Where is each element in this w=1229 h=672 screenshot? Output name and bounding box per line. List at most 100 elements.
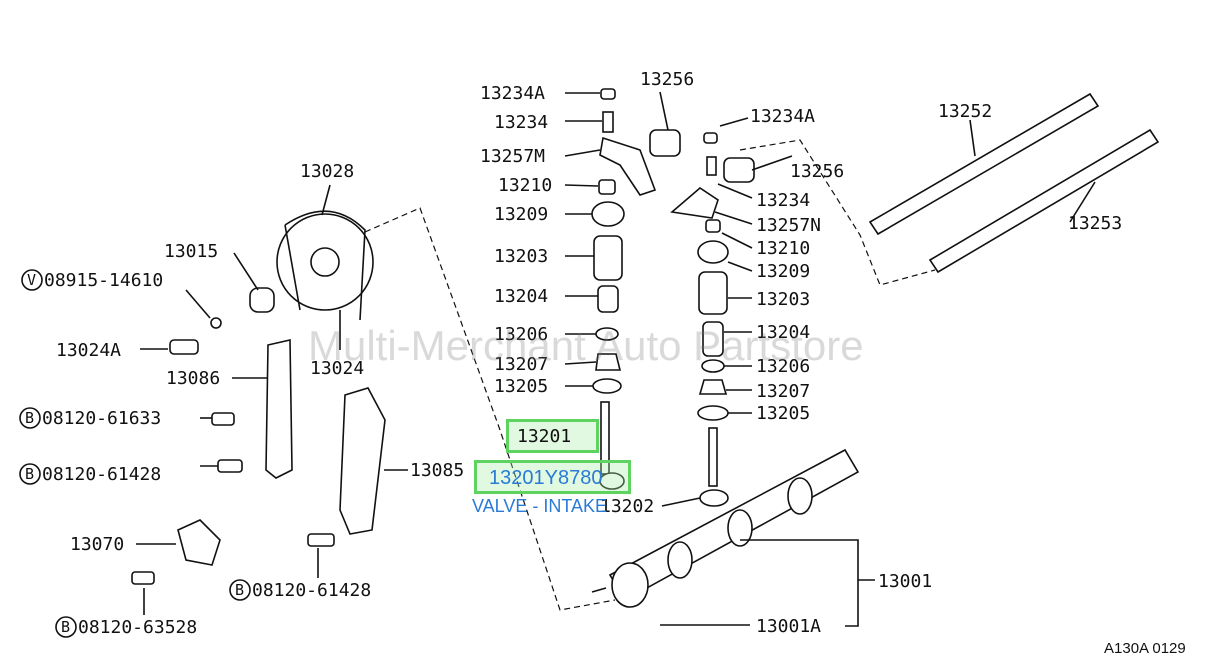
label-13001A: 13001A [756,616,821,637]
label-13207-right: 13207 [756,381,810,402]
part-13252-shaft [868,92,1100,236]
code-b3: 08120-61428 [252,580,371,601]
part-13024A-bolt [169,339,199,355]
part-13086-guide [265,339,293,479]
label-13256-right: 13256 [790,161,844,182]
part-13210-right [705,219,721,233]
part-13203-left [593,235,623,281]
callout-labels: 13234A 13256 13234 13257M 13210 13209 13… [56,69,1122,637]
label-13205-right: 13205 [756,403,810,424]
label-13015: 13015 [164,241,218,262]
hotspot-13201-label: 13201 [517,426,572,447]
part-13001A-pin [591,587,607,593]
prefix-b4: B [61,618,70,636]
part-13234-right-screw [706,156,717,176]
part-13207-right [698,379,728,395]
prefix-circle-b4 [55,616,77,638]
part-13256-spring-top [649,129,681,157]
part-description[interactable]: VALVE - INTAKE [472,496,608,516]
part-13257N-rocker [670,186,719,219]
part-13203-right [698,271,728,315]
prefix-b3: B [235,581,244,599]
right-valve-stack [670,132,755,507]
label-13206-left: 13206 [494,324,548,345]
label-13210-left: 13210 [498,175,552,196]
hotspot-13201[interactable]: 13201 [506,419,599,453]
part-13209-left [591,201,625,227]
bolt-b4 [131,571,155,585]
label-13206-right: 13206 [756,356,810,377]
label-13203-left: 13203 [494,246,548,267]
left-valve-stack [591,88,681,490]
prefix-b1: B [25,409,34,427]
part-13234A-right-nut [703,132,718,144]
bolt-codes: V 08915-14610 B 08120-61633 B 08120-6142… [19,269,371,638]
hotspot-part-number[interactable]: 13201Y8780 [474,460,631,494]
label-13234A-top: 13234A [480,83,545,104]
right-leader-lines [661,117,793,507]
part-13085-guide [339,387,386,535]
timing-sprocket-assembly [140,184,374,355]
rocker-shafts [868,92,1160,274]
part-13206-right [701,359,725,373]
label-13253: 13253 [1068,213,1122,234]
part-13234-screw [602,111,614,133]
part-13257M-rocker [599,136,657,196]
part-13202-valve-head [699,489,729,507]
label-13252: 13252 [938,101,992,122]
label-13203-right: 13203 [756,289,810,310]
label-13234A-right: 13234A [750,106,815,127]
prefix-b2: B [25,465,34,483]
label-13070: 13070 [70,534,124,555]
part-13205-right [697,405,729,421]
part-number-label: 13201Y8780 [489,467,603,489]
prefix-circle-b1 [19,407,41,429]
bolt-b1 [211,412,235,426]
label-13205-left: 13205 [494,376,548,397]
label-13209-right: 13209 [756,261,810,282]
camshaft [591,448,875,627]
code-v1: 08915-14610 [44,270,163,291]
part-13204-right [702,321,724,357]
prefix-v1: V [27,271,36,289]
diagram-reference-code: A130A 0129 [1104,640,1186,657]
label-13210-right: 13210 [756,238,810,259]
label-13257N: 13257N [756,215,821,236]
label-13204-right: 13204 [756,322,810,343]
bolt-b2 [217,459,243,473]
part-13204-left [597,285,619,313]
washer-13015 [210,317,222,329]
part-13205-left [592,378,622,394]
part-13234A-nut [600,88,616,100]
label-13085: 13085 [410,460,464,481]
bolt-b3 [307,533,335,547]
label-13028: 13028 [300,161,354,182]
code-b1: 08120-61633 [42,408,161,429]
part-13207-left [595,353,622,371]
label-13204-left: 13204 [494,286,548,307]
label-13024: 13024 [310,358,364,379]
part-13201-valve-head [599,472,625,490]
label-13086: 13086 [166,368,220,389]
part-13209-right [697,240,729,264]
part-13202-valve-stem [708,427,718,487]
label-13024A: 13024A [56,340,121,361]
part-13070-tensioner [177,519,221,566]
chain-guides [131,339,408,615]
left-leader-lines [564,91,669,387]
part-13015-spacer [249,287,275,313]
code-b2: 08120-61428 [42,464,161,485]
label-13209-left: 13209 [494,204,548,225]
label-13256-top: 13256 [640,69,694,90]
dashed-rocker-outline [739,139,936,286]
prefix-circle-v1 [21,269,43,291]
label-13234-left: 13234 [494,112,548,133]
part-13028-chain [284,210,366,321]
code-b4: 08120-63528 [78,617,197,638]
part-13210-left [598,179,616,195]
label-13207-left: 13207 [494,354,548,375]
part-13256-spring-right [723,157,755,183]
label-13001: 13001 [878,571,932,592]
label-13202: 13202 [600,496,654,517]
